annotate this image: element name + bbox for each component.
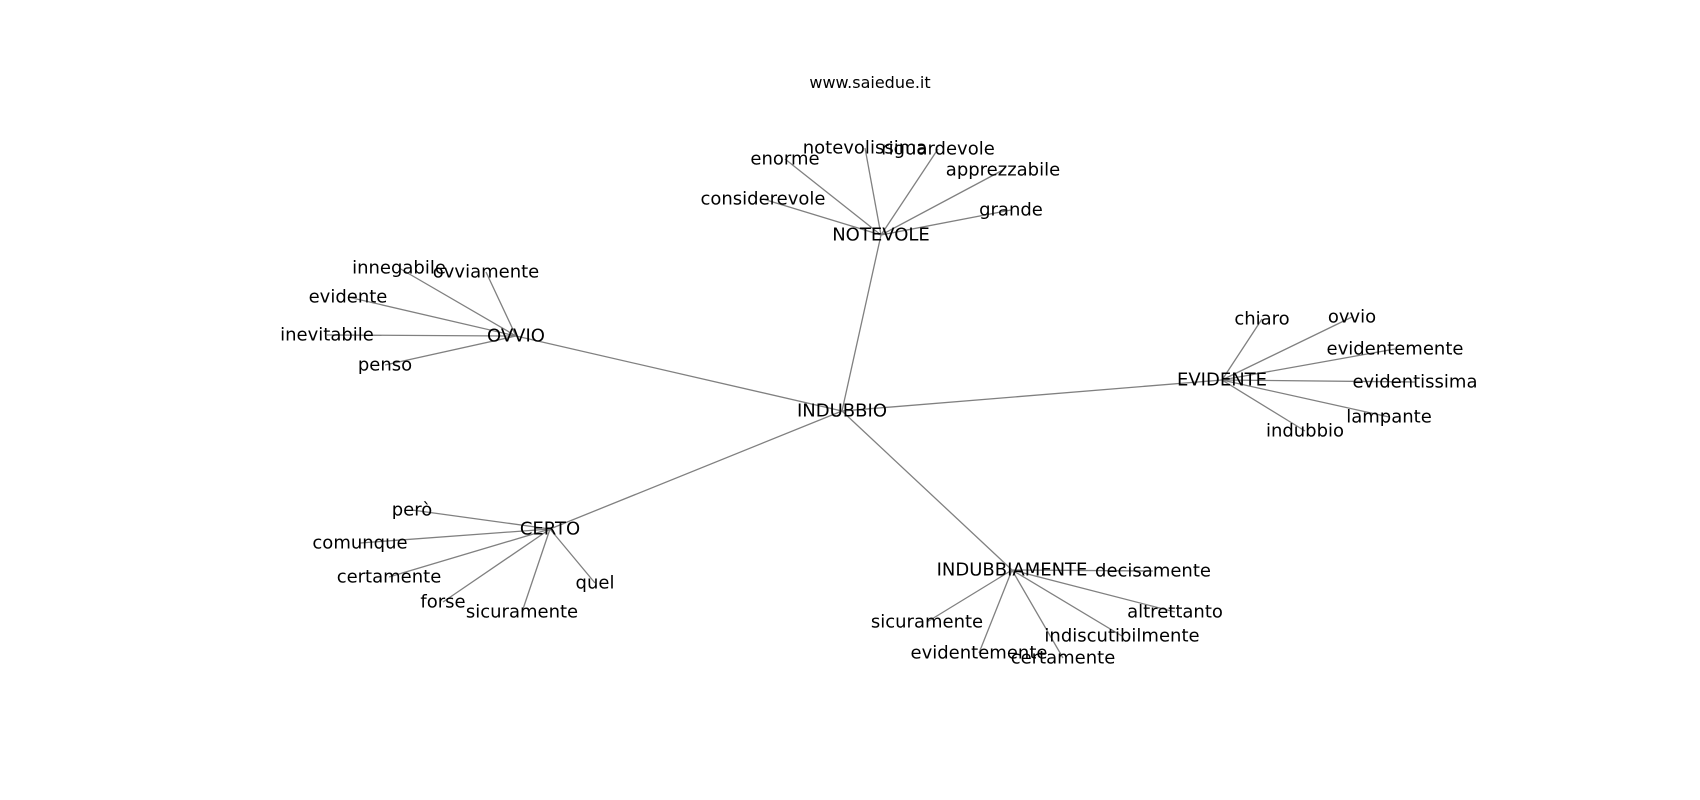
edge-center-to-certo [549, 410, 843, 530]
leaf-node-label: certamente [337, 567, 442, 588]
leaf-node-label: riguardevole [881, 139, 995, 160]
leaf-node-label: lampante [1346, 407, 1432, 428]
leaf-node-label: quel [576, 573, 615, 594]
leaf-node-label: comunque [312, 533, 407, 554]
edge-certo-leaf [411, 509, 551, 530]
leaf-node-label: enorme [750, 149, 819, 170]
edge-center-to-ovvio [515, 335, 843, 412]
edge-evidente-leaf [1221, 379, 1416, 383]
credit-watermark: www.saiedue.it [809, 73, 930, 92]
leaf-node-label: sicuramente [466, 602, 578, 623]
leaf-node-label: penso [358, 355, 412, 376]
edge-certo-leaf [549, 528, 596, 584]
edge-certo-leaf [442, 528, 551, 603]
leaf-node-label: grande [979, 200, 1043, 221]
edge-notevole-leaf [880, 209, 1012, 236]
leaf-node-label: considerevole [700, 189, 825, 210]
leaf-node-label: apprezzabile [946, 160, 1060, 181]
edge-indubbiamente-leaf [978, 569, 1013, 654]
leaf-node-label: indiscutibilmente [1044, 626, 1199, 647]
leaf-node-label: innegabile [352, 258, 446, 279]
edges [326, 147, 1416, 659]
edge-notevole-leaf [880, 148, 939, 236]
edge-notevole-leaf [880, 169, 1004, 236]
edge-ovvio-leaf [347, 296, 517, 337]
edge-evidente-leaf [1221, 318, 1263, 381]
leaf-node-label: decisamente [1095, 561, 1211, 582]
leaf-node-label: ovviamente [433, 262, 540, 283]
center-node-label: INDUBBIO [797, 401, 887, 422]
leaf-node-label: evidentissima [1352, 372, 1477, 393]
leaf-node-label: sicuramente [871, 612, 983, 633]
leaf-node-label: inevitabile [280, 325, 374, 346]
edge-evidente-leaf [1221, 379, 1390, 418]
edge-indubbiamente-leaf [1011, 569, 1176, 613]
edge-notevole-leaf [864, 147, 882, 236]
edge-certo-leaf [359, 528, 551, 544]
leaf-node-label: indubbio [1266, 421, 1344, 442]
edge-evidente-leaf [1221, 316, 1353, 381]
leaf-node-label: evidente [309, 287, 388, 308]
edge-ovvio-leaf [485, 271, 517, 337]
edge-ovvio-leaf [326, 334, 517, 337]
edge-indubbiamente-leaf [1011, 569, 1154, 572]
edge-certo-leaf [388, 528, 551, 578]
edge-evidente-leaf [1221, 348, 1396, 381]
node-labels: INDUBBIO NOTEVOLE notevolissimariguardevol… [280, 138, 1477, 669]
leaf-node-label: notevolissima [803, 138, 928, 159]
edge-evidente-leaf [1221, 379, 1306, 432]
edge-center-to-notevole [841, 234, 882, 412]
hub-node-label: OVVIO [487, 326, 545, 347]
hub-node-label: INDUBBIAMENTE [937, 560, 1088, 581]
edge-indubbiamente-leaf [926, 569, 1013, 623]
edge-notevole-leaf [762, 198, 882, 236]
edge-notevole-leaf [784, 158, 882, 236]
edge-center-to-evidente [841, 379, 1223, 412]
leaf-node-label: però [392, 500, 433, 521]
hub-node-label: NOTEVOLE [832, 225, 930, 246]
leaf-node-label: evidentemente [1327, 339, 1464, 360]
edge-indubbiamente-leaf [1011, 569, 1123, 637]
leaf-node-label: forse [420, 592, 465, 613]
edge-ovvio-leaf [398, 267, 517, 337]
hub-node-label: CERTO [520, 519, 580, 540]
edge-certo-leaf [521, 528, 551, 613]
edge-indubbiamente-leaf [1011, 569, 1064, 659]
leaf-node-label: certamente [1011, 648, 1116, 669]
leaf-node-label: altrettanto [1127, 602, 1223, 623]
leaf-node-label: ovvio [1328, 307, 1376, 328]
edge-ovvio-leaf [384, 335, 517, 366]
hub-node-label: EVIDENTE [1177, 370, 1267, 391]
leaf-node-label: evidentemente [911, 643, 1048, 664]
leaf-node-label: chiaro [1234, 309, 1289, 330]
edge-center-to-indubbiamente [841, 410, 1013, 571]
